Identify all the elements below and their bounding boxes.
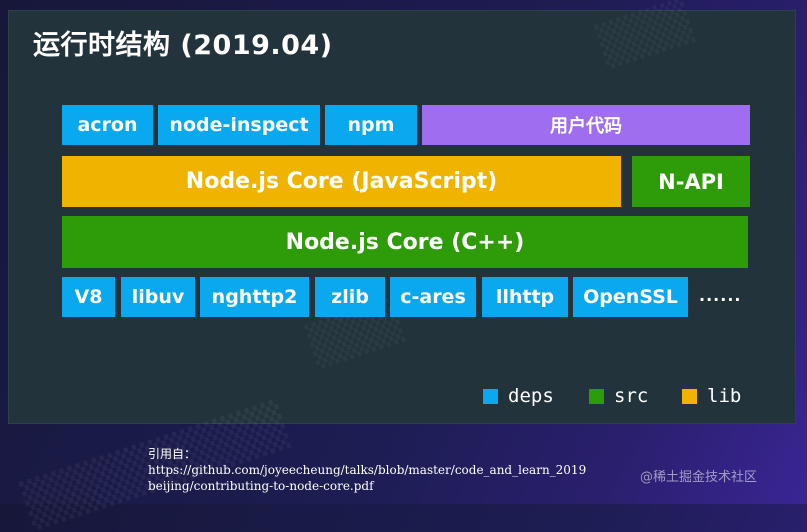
page-title: 运行时结构 (2019.04)	[33, 30, 333, 61]
slide: ▒▒▒ ▒▒▒ 运行时结构 (2019.04) acron node-inspe…	[9, 0, 795, 423]
block-openssl: OpenSSL	[573, 277, 688, 317]
citation-url-line2: beijing/contributing-to-node-core.pdf	[148, 479, 374, 493]
block-npm: npm	[325, 105, 417, 145]
citation: 引用自： https://github.com/joyeecheung/talk…	[148, 446, 638, 494]
legend-item-deps: deps	[483, 385, 554, 407]
ellipsis: ......	[699, 286, 742, 305]
legend-item-src: src	[589, 385, 648, 407]
block-js-core: Node.js Core (JavaScript)	[62, 156, 621, 207]
block-zlib: zlib	[315, 277, 385, 317]
block-v8: V8	[62, 277, 115, 317]
block-nghttp2: nghttp2	[200, 277, 309, 317]
legend-swatch	[483, 388, 498, 404]
legend-item-lib: lib	[682, 385, 741, 407]
block-libuv: libuv	[121, 277, 195, 317]
legend-swatch	[589, 388, 604, 404]
legend-label: src	[614, 385, 649, 407]
citation-label: 引用自：	[148, 447, 197, 461]
legend-swatch	[682, 388, 697, 404]
block-acron: acron	[62, 105, 153, 145]
juejin-watermark: @稀土掘金技术社区	[640, 470, 758, 485]
legend-label: lib	[707, 385, 742, 407]
legend-label: deps	[508, 385, 554, 407]
block-napi: N-API	[632, 156, 750, 207]
citation-url-line1: https://github.com/joyeecheung/talks/blo…	[148, 463, 587, 477]
watermark-bg: ▒▒▒	[594, 0, 696, 70]
block-cpp-core: Node.js Core (C++)	[62, 216, 748, 268]
block-node-inspect: node-inspect	[158, 105, 320, 145]
block-c-ares: c-ares	[390, 277, 476, 317]
block-user-code: 用户代码	[422, 105, 750, 145]
block-llhttp: llhttp	[482, 277, 568, 317]
